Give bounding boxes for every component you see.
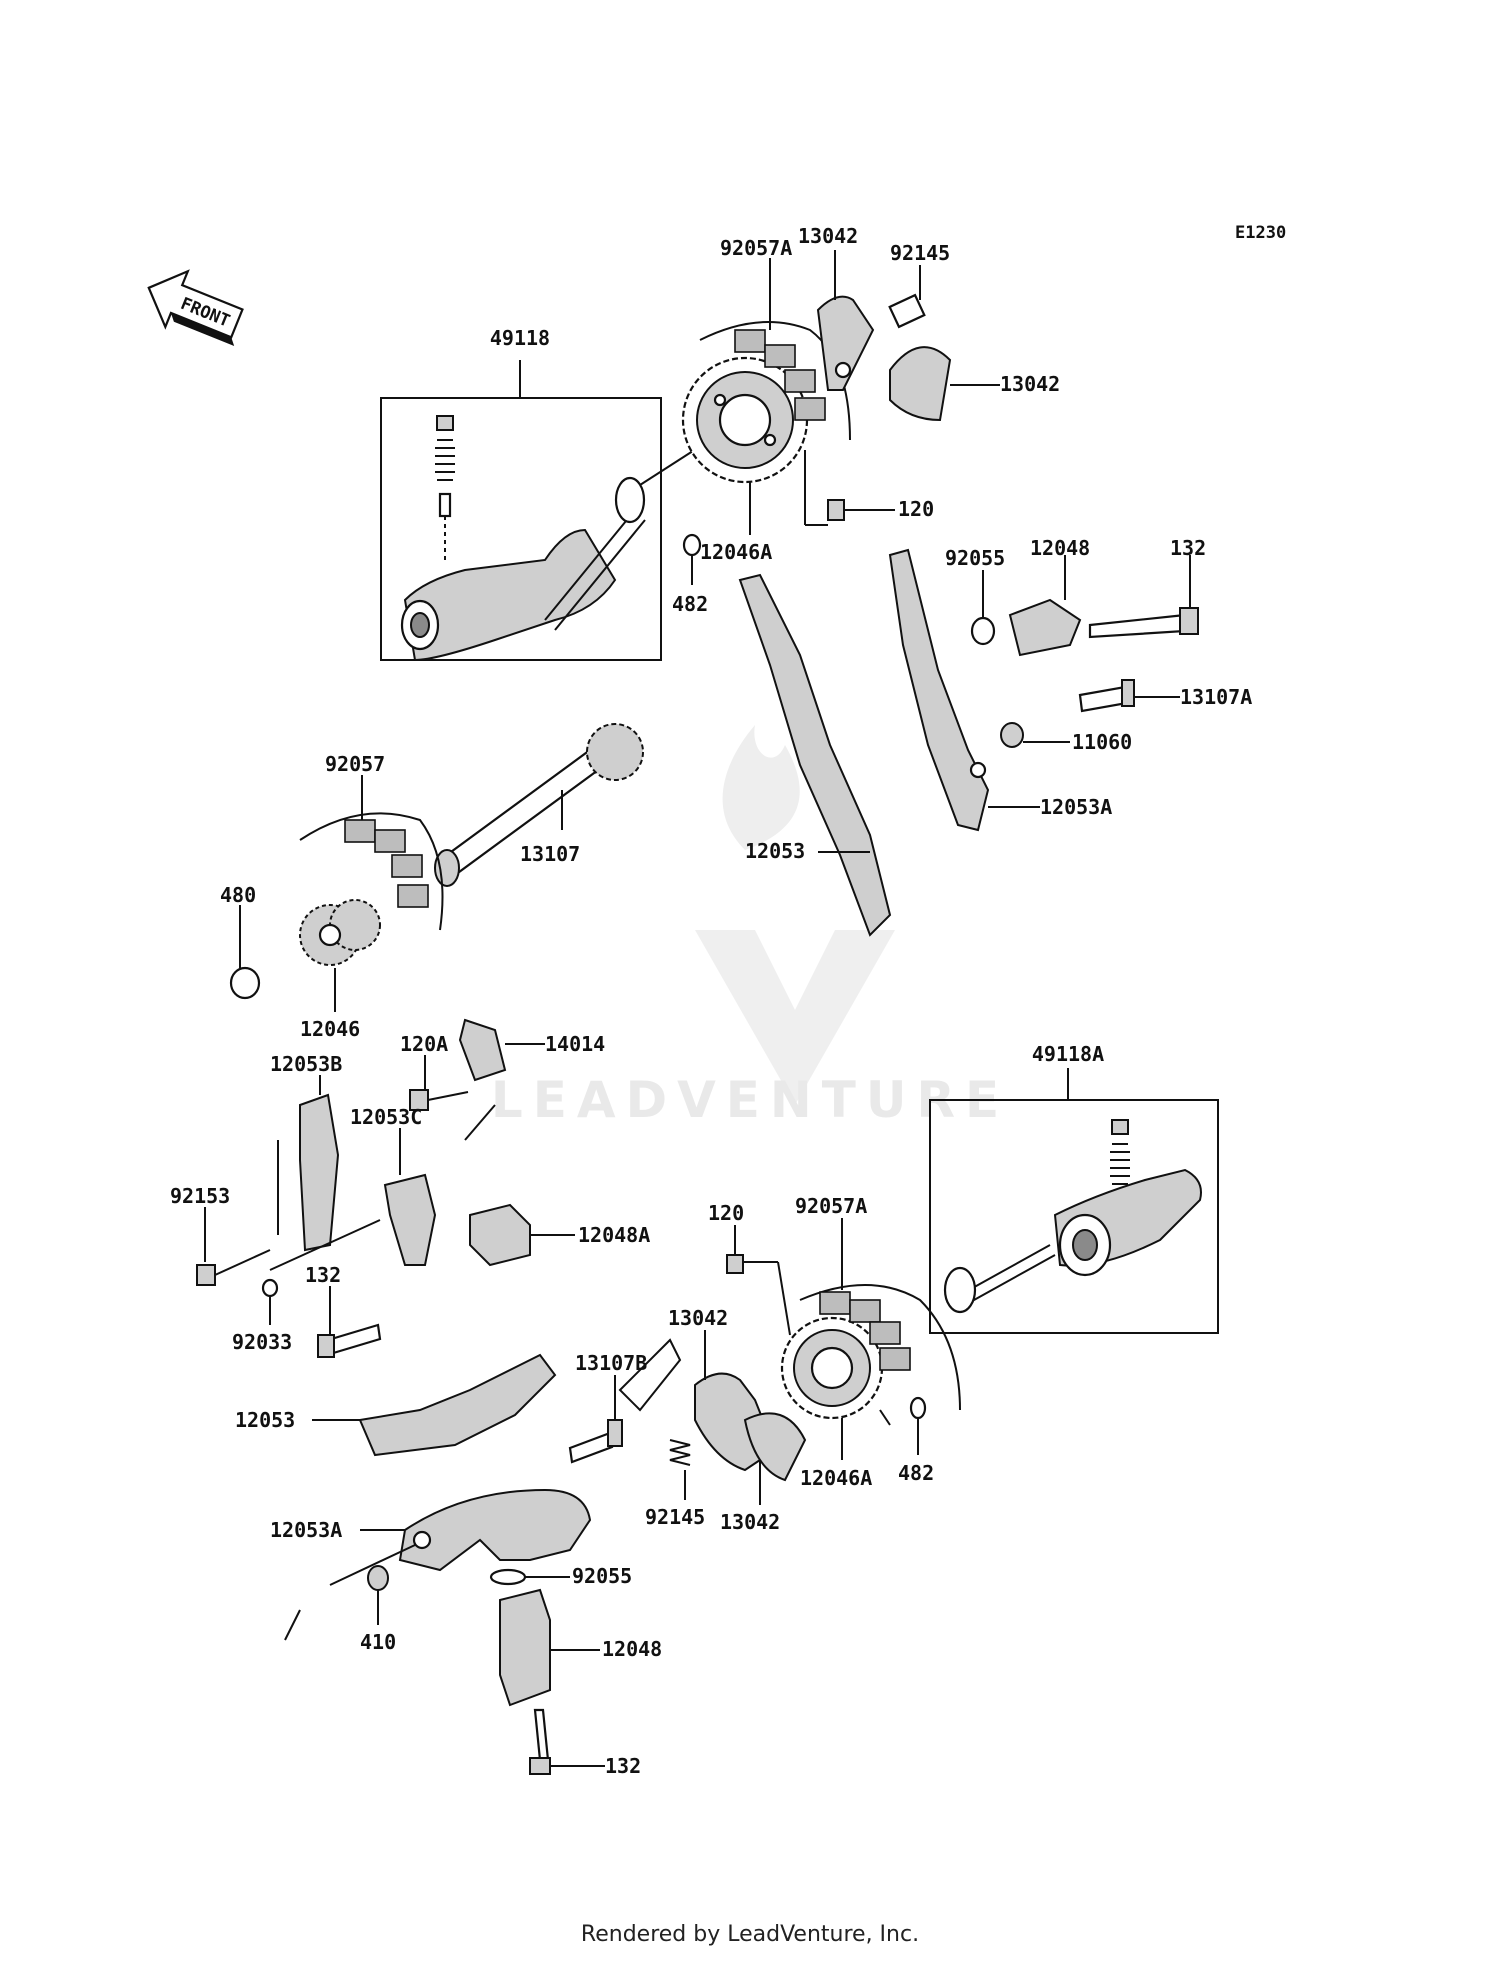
chain-lower [799, 1284, 961, 1411]
weight-13042-top2 [889, 346, 952, 422]
watermark-text: LEADVENTURE [491, 1071, 1009, 1129]
washer-410 [367, 1565, 389, 1591]
circlip-482-bottom [909, 1396, 927, 1420]
callout-92145-top: 92145 [890, 241, 950, 265]
watermark-v-icon [695, 930, 895, 1105]
circlip-482-top [682, 533, 702, 557]
callout-13042-bottom1: 13042 [668, 1306, 728, 1330]
callout-12046: 12046 [300, 1017, 360, 1041]
callout-12048-bottom: 12048 [602, 1637, 662, 1661]
callout-410: 410 [360, 1630, 396, 1654]
callout-92057: 92057 [325, 752, 385, 776]
shaft-13107 [434, 723, 644, 887]
callout-12053C: 12053C [350, 1105, 422, 1129]
pin-13107B [568, 1431, 614, 1464]
callout-12053-center: 12053 [745, 839, 805, 863]
callout-12046A-top: 12046A [700, 540, 772, 564]
bolt-120-top [827, 499, 895, 521]
callout-12048A: 12048A [578, 1223, 650, 1247]
bolt-132-top [1088, 613, 1187, 639]
bolt-120-bottom [726, 1254, 744, 1274]
callout-92057A-bottom: 92057A [795, 1194, 867, 1218]
washer-92033 [261, 1278, 279, 1298]
callout-12053A-left: 12053A [270, 1518, 342, 1542]
callout-132-top: 132 [1170, 536, 1206, 560]
circlip-480 [229, 966, 261, 1000]
chain-guide-12053B [299, 1093, 340, 1252]
callout-13107A: 13107A [1180, 685, 1252, 709]
callout-13042-top2: 13042 [1000, 372, 1060, 396]
callout-120-bottom: 120 [708, 1201, 744, 1225]
callout-92055-top: 92055 [945, 546, 1005, 570]
callout-11060: 11060 [1072, 730, 1132, 754]
bolt-132-bottom [533, 1708, 550, 1762]
chain-guide-12053A-left [398, 1488, 592, 1572]
sprocket-12046 [299, 899, 381, 966]
box-49118A [929, 1099, 1219, 1334]
bolt-92153 [196, 1264, 216, 1286]
weight-13042-top1 [816, 295, 875, 391]
callout-92033: 92033 [232, 1330, 292, 1354]
weight-13042-bottom2 [743, 1412, 807, 1482]
camshaft-lower [943, 1119, 1202, 1314]
watermark-flame-icon [722, 725, 800, 850]
callout-12053A-right: 12053A [1040, 795, 1112, 819]
callout-92145-bottom: 92145 [645, 1505, 705, 1529]
callout-13042-bottom2: 13042 [720, 1510, 780, 1534]
front-arrow-icon [147, 269, 244, 339]
sprocket-upper [681, 356, 809, 484]
callout-120-top: 120 [898, 497, 934, 521]
diagram-code: E1230 [1235, 223, 1286, 243]
callout-482-top: 482 [672, 592, 708, 616]
callout-92153: 92153 [170, 1184, 230, 1208]
callout-14014: 14014 [545, 1032, 605, 1056]
callout-12053-left: 12053 [235, 1408, 295, 1432]
chain-guide-12053C [383, 1173, 437, 1266]
callout-13107B: 13107B [575, 1351, 647, 1375]
chain-upper [699, 321, 851, 441]
watermark: LEADVENTURE [491, 725, 1009, 1129]
tensioner-12048-top [1008, 598, 1082, 657]
callout-482-bottom: 482 [898, 1461, 934, 1485]
callout-12048-top: 12048 [1030, 536, 1090, 560]
callout-13107: 13107 [520, 842, 580, 866]
front-arrow: FRONT [147, 269, 244, 347]
plate-14014 [458, 1018, 507, 1082]
callout-12046A-bottom: 12046A [800, 1466, 872, 1490]
pin-13107A [1078, 685, 1129, 713]
callout-480: 480 [220, 883, 256, 907]
leader-13107B-cross [618, 1338, 682, 1412]
callout-49118A: 49118A [1032, 1042, 1104, 1066]
callout-92057A-top: 92057A [720, 236, 792, 260]
callout-132-bottom: 132 [605, 1754, 641, 1778]
callout-132-mid: 132 [305, 1263, 341, 1287]
spring-92145-bottom [669, 1439, 691, 1466]
chain-guide-12053-center [738, 573, 892, 937]
callout-49118: 49118 [490, 326, 550, 350]
tensioner-12048A [469, 1203, 531, 1267]
chain-guide-12053-left [358, 1353, 557, 1457]
callout-92055-bottom: 92055 [572, 1564, 632, 1588]
bolt-132-mid [326, 1323, 382, 1356]
footer-credit: Rendered by LeadVenture, Inc. [580, 1922, 920, 1947]
camshaft-upper [400, 415, 711, 662]
oring-92055-top [970, 616, 996, 646]
callout-120A: 120A [400, 1032, 448, 1056]
callout-13042-top1: 13042 [798, 224, 858, 248]
callout-12053B: 12053B [270, 1052, 342, 1076]
chain-92057 [299, 812, 444, 931]
washer-11060 [1000, 722, 1024, 748]
tensioner-12048-bottom [499, 1588, 551, 1707]
oring-92055-bottom [489, 1568, 527, 1586]
sprocket-lower [780, 1316, 884, 1420]
chain-guide-12053A-right [888, 548, 990, 832]
